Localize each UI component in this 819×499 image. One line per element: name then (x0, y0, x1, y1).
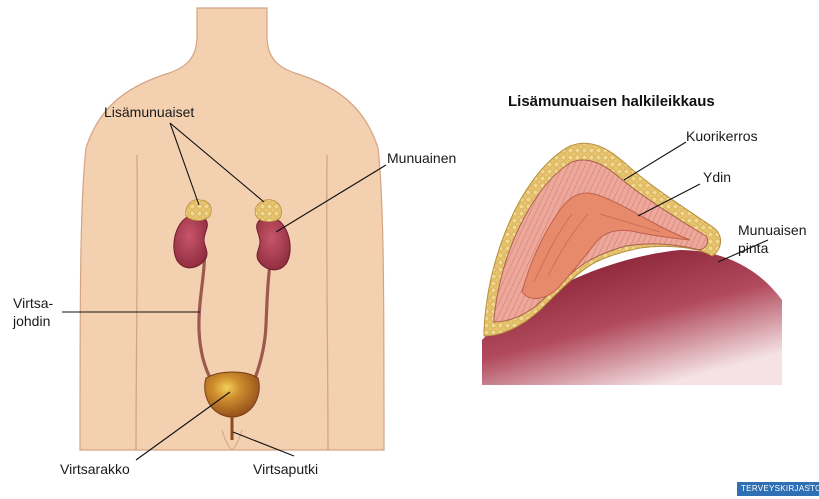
label-urethra: Virtsaputki (253, 461, 318, 478)
label-kidney-surface-line2: pinta (738, 240, 768, 257)
label-kidney: Munuainen (387, 150, 456, 167)
label-bladder: Virtsarakko (60, 461, 130, 478)
cross-section-title: Lisämunuaisen halkileikkaus (508, 93, 715, 110)
right-adrenal-gland (255, 200, 281, 222)
label-adrenal-glands: Lisämunuaiset (104, 104, 194, 121)
label-medulla: Ydin (703, 169, 731, 186)
label-cortex: Kuorikerros (686, 128, 758, 145)
label-ureter-line1: Virtsa- (13, 295, 53, 312)
facebook-icon[interactable]: f (808, 482, 818, 496)
terveyskirjasto-logo[interactable]: TERVEYSKIRJASTO (737, 482, 819, 496)
label-kidney-surface-line1: Munuaisen (738, 222, 807, 239)
label-ureter-line2: johdin (13, 313, 50, 330)
